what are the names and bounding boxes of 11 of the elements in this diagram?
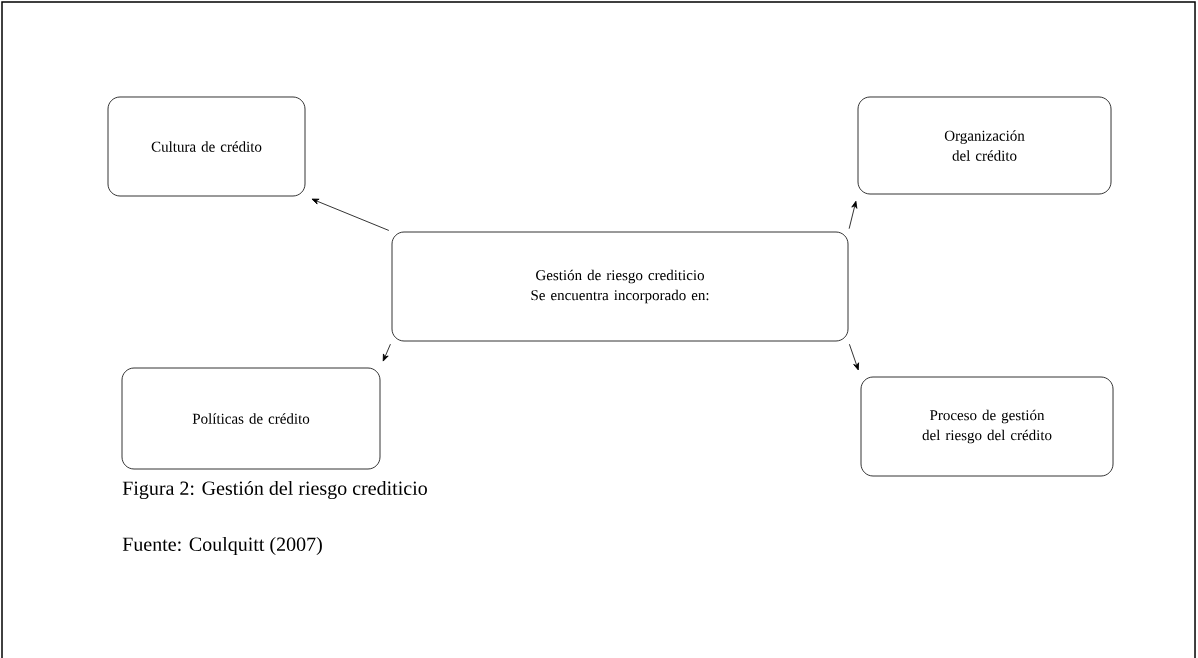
rounded-box: Políticas de crédito [121,367,381,470]
arrow [311,198,390,231]
rounded-box: Cultura de crédito [107,96,306,197]
caption: Figura 2: Gestión del riesgo crediticio [122,480,427,500]
arrow [848,200,858,230]
rounded-box: Proceso de gestión del riesgo del crédito [860,376,1114,477]
rounded-box: Gestión de riesgo crediticio Se encuentra incorporado en: [391,231,849,342]
rounded-box: Organización del crédito [857,96,1112,195]
arrow [382,343,391,362]
arrow [849,343,859,371]
source-note: Fuente: Coulquitt (2007) [122,536,322,556]
